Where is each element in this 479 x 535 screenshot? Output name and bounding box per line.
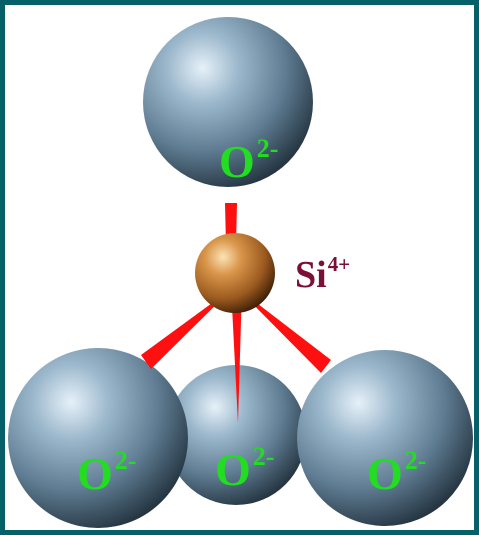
oxygen-sphere-bottom-left	[8, 348, 188, 528]
bond-bottom-left	[141, 287, 234, 369]
bond-bottom-middle	[231, 287, 242, 423]
oxygen-label-top: O2-	[219, 134, 278, 187]
silicate-tetrahedron-diagram: O2- O2- O2- O2- Si4+	[8, 17, 473, 528]
oxygen-label-bottom-right: O2-	[367, 446, 426, 499]
silicon-sphere	[195, 233, 275, 313]
oxygen-label-bottom-middle: O2-	[215, 442, 274, 495]
oxygen-label-bottom-left: O2-	[77, 446, 136, 499]
silicon-label: Si4+	[295, 252, 350, 296]
diagram-panel: O2- O2- O2- O2- Si4+	[5, 5, 474, 530]
oxygen-sphere-bottom-right	[297, 350, 473, 526]
oxygen-sphere-top	[143, 17, 313, 187]
oxygen-sphere-bottom-middle	[166, 365, 306, 505]
bond-bottom-right	[236, 287, 331, 373]
